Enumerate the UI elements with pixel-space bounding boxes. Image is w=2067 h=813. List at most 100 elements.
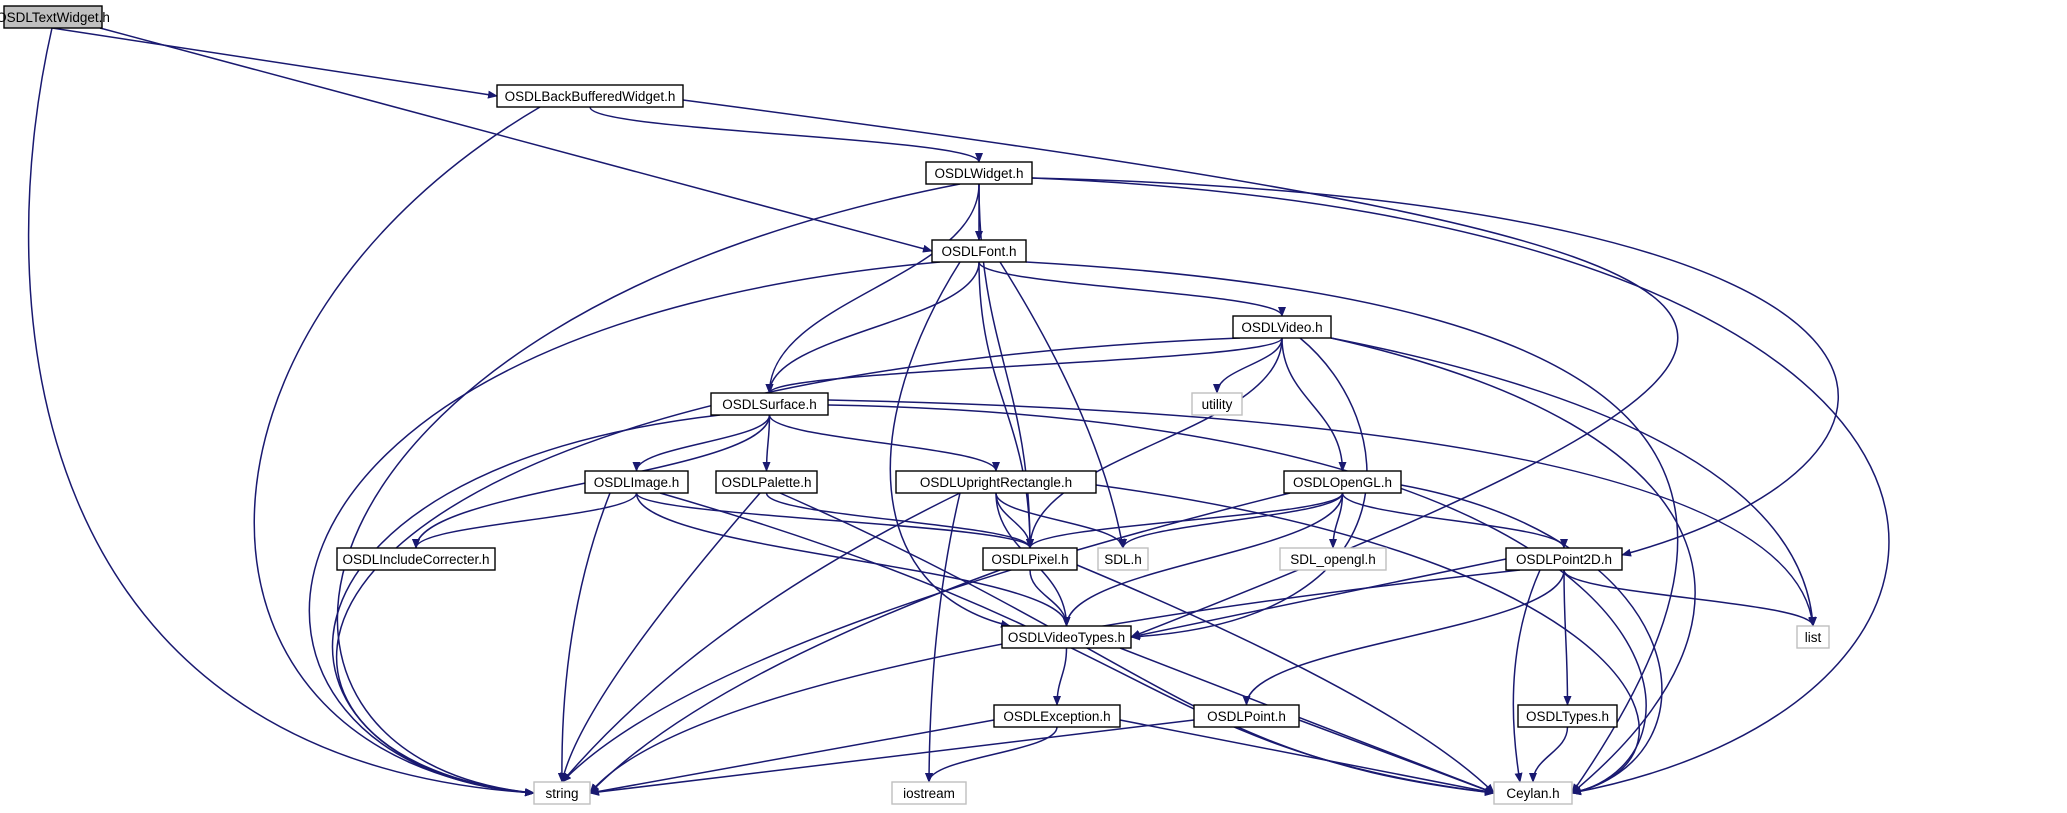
- edge-n3-to-n13: [999, 261, 1126, 549]
- node-label: OSDLWidget.h: [934, 166, 1023, 181]
- edge-n7-to-n17: [635, 492, 1071, 627]
- node-osdlpixel-h[interactable]: OSDLPixel.h: [982, 547, 1078, 571]
- node-osdlopengl-h[interactable]: OSDLOpenGL.h: [1283, 470, 1402, 494]
- node-label: OSDLFont.h: [941, 244, 1016, 259]
- edge-n3-to-n4: [978, 261, 1286, 317]
- node-box: [533, 781, 591, 805]
- edge-n9-to-n23: [1095, 484, 1641, 795]
- edge-n3-to-n21: [308, 261, 941, 797]
- node-osdltextwidget-h[interactable]: OSDLTextWidget.h: [0, 5, 110, 29]
- node-box: [496, 84, 684, 108]
- edge-n15-to-n23: [1512, 569, 1541, 783]
- node-osdlvideo-h[interactable]: OSDLVideo.h: [1232, 315, 1332, 339]
- node-box: [895, 470, 1097, 494]
- edge-n10-to-n13: [1119, 492, 1344, 549]
- edge-n6-to-n9: [768, 414, 1000, 472]
- edge-n4-to-n17: [1130, 337, 1368, 641]
- node-osdlpalette-h[interactable]: OSDLPalette.h: [715, 470, 818, 494]
- edge-n6-to-n16: [827, 399, 1816, 627]
- edge-n8-to-n21: [560, 492, 761, 783]
- edge-n7-to-n21: [557, 492, 611, 783]
- node-label: OSDLPoint2D.h: [1516, 552, 1612, 567]
- edge-n7-to-n11: [412, 492, 638, 549]
- edge-n2-to-n6: [765, 183, 980, 394]
- node-label: OSDLTypes.h: [1526, 709, 1609, 724]
- node-box: [1283, 470, 1402, 494]
- edge-n18-to-n21: [589, 719, 995, 796]
- node-osdlimage-h[interactable]: OSDLImage.h: [584, 470, 689, 494]
- node-box: [993, 704, 1121, 728]
- node-osdlincludecorrecter-h[interactable]: OSDLIncludeCorrecter.h: [336, 547, 496, 571]
- edge-n18-to-n22: [925, 726, 1058, 783]
- node-box: [1232, 315, 1332, 339]
- node-label: OSDLPixel.h: [991, 552, 1068, 567]
- edge-n17-to-n23: [1119, 647, 1495, 794]
- edge-n10-to-n17: [1062, 492, 1344, 627]
- edge-n15-to-n20: [1563, 569, 1572, 706]
- node-list: list: [1796, 625, 1830, 649]
- node-label: string: [545, 786, 578, 801]
- node-box: [3, 5, 103, 29]
- edge-n2-to-n23: [1031, 177, 1890, 796]
- node-box: [336, 547, 496, 571]
- edge-n1-to-n17: [682, 99, 1679, 638]
- node-box: [710, 392, 829, 416]
- node-iostream: iostream: [891, 781, 967, 805]
- node-label: Ceylan.h: [1506, 786, 1559, 801]
- node-osdluprightrectangle-h[interactable]: OSDLUprightRectangle.h: [895, 470, 1097, 494]
- node-box: [584, 470, 689, 494]
- node-label: SDL.h: [1104, 552, 1142, 567]
- edge-n3-to-n23: [1025, 261, 1679, 794]
- edge-n18-to-n23: [1119, 719, 1495, 796]
- node-label: OSDLIncludeCorrecter.h: [342, 552, 489, 567]
- edge-n6-to-n21: [332, 414, 721, 797]
- node-osdltypes-h[interactable]: OSDLTypes.h: [1517, 704, 1618, 728]
- edge-n12-to-n23: [1076, 564, 1495, 794]
- node-osdlsurface-h[interactable]: OSDLSurface.h: [710, 392, 829, 416]
- node-osdlfont-h[interactable]: OSDLFont.h: [931, 239, 1027, 263]
- node-label: OSDLPoint.h: [1207, 709, 1286, 724]
- node-box: [1001, 625, 1132, 649]
- node-osdlpoint-h[interactable]: OSDLPoint.h: [1193, 704, 1300, 728]
- node-osdlvideotypes-h[interactable]: OSDLVideoTypes.h: [1001, 625, 1132, 649]
- node-box: [1517, 704, 1618, 728]
- edge-n0-to-n21: [27, 27, 535, 797]
- node-osdlexception-h[interactable]: OSDLException.h: [993, 704, 1121, 728]
- node-osdlwidget-h[interactable]: OSDLWidget.h: [925, 161, 1033, 185]
- edge-n7-to-n12: [635, 492, 1034, 549]
- node-box: [931, 239, 1027, 263]
- edge-n10-to-n15: [1341, 492, 1568, 549]
- node-box: [1796, 625, 1830, 649]
- edge-n0-to-n3: [99, 27, 933, 253]
- node-label: OSDLImage.h: [594, 475, 680, 490]
- edge-n19-to-n21: [589, 719, 1195, 796]
- edge-n9-to-n13: [995, 492, 1127, 549]
- node-label: OSDLPalette.h: [721, 475, 811, 490]
- edge-n6-to-n8: [762, 414, 771, 472]
- node-label: OSDLBackBufferedWidget.h: [505, 89, 676, 104]
- node-box: [1191, 392, 1243, 416]
- node-label: OSDLSurface.h: [722, 397, 817, 412]
- edge-n2-to-n15: [1031, 177, 1839, 557]
- node-box: [1279, 547, 1387, 571]
- edge-n9-to-n21: [561, 492, 961, 783]
- edge-n15-to-n16: [1563, 569, 1817, 627]
- node-ceylan-h: Ceylan.h: [1493, 781, 1573, 805]
- node-label: utility: [1202, 397, 1233, 412]
- node-label: OSDLVideo.h: [1241, 320, 1322, 335]
- node-box: [1493, 781, 1573, 805]
- node-box: [1097, 547, 1149, 571]
- edge-n15-to-n19: [1242, 569, 1565, 706]
- edge-n17-to-n18: [1053, 647, 1068, 706]
- edge-n1-to-n21: [253, 106, 541, 797]
- edge-n15-to-n17: [1130, 558, 1507, 640]
- edge-n4-to-n5: [1213, 337, 1283, 394]
- node-label: OSDLVideoTypes.h: [1008, 630, 1125, 645]
- node-osdlpoint2d-h[interactable]: OSDLPoint2D.h: [1505, 547, 1623, 571]
- node-box: [715, 470, 818, 494]
- node-osdlbackbufferedwidget-h[interactable]: OSDLBackBufferedWidget.h: [496, 84, 684, 108]
- edge-n4-to-n12: [1026, 337, 1283, 549]
- edge-n4-to-n10: [1281, 337, 1347, 472]
- node-box: [1193, 704, 1300, 728]
